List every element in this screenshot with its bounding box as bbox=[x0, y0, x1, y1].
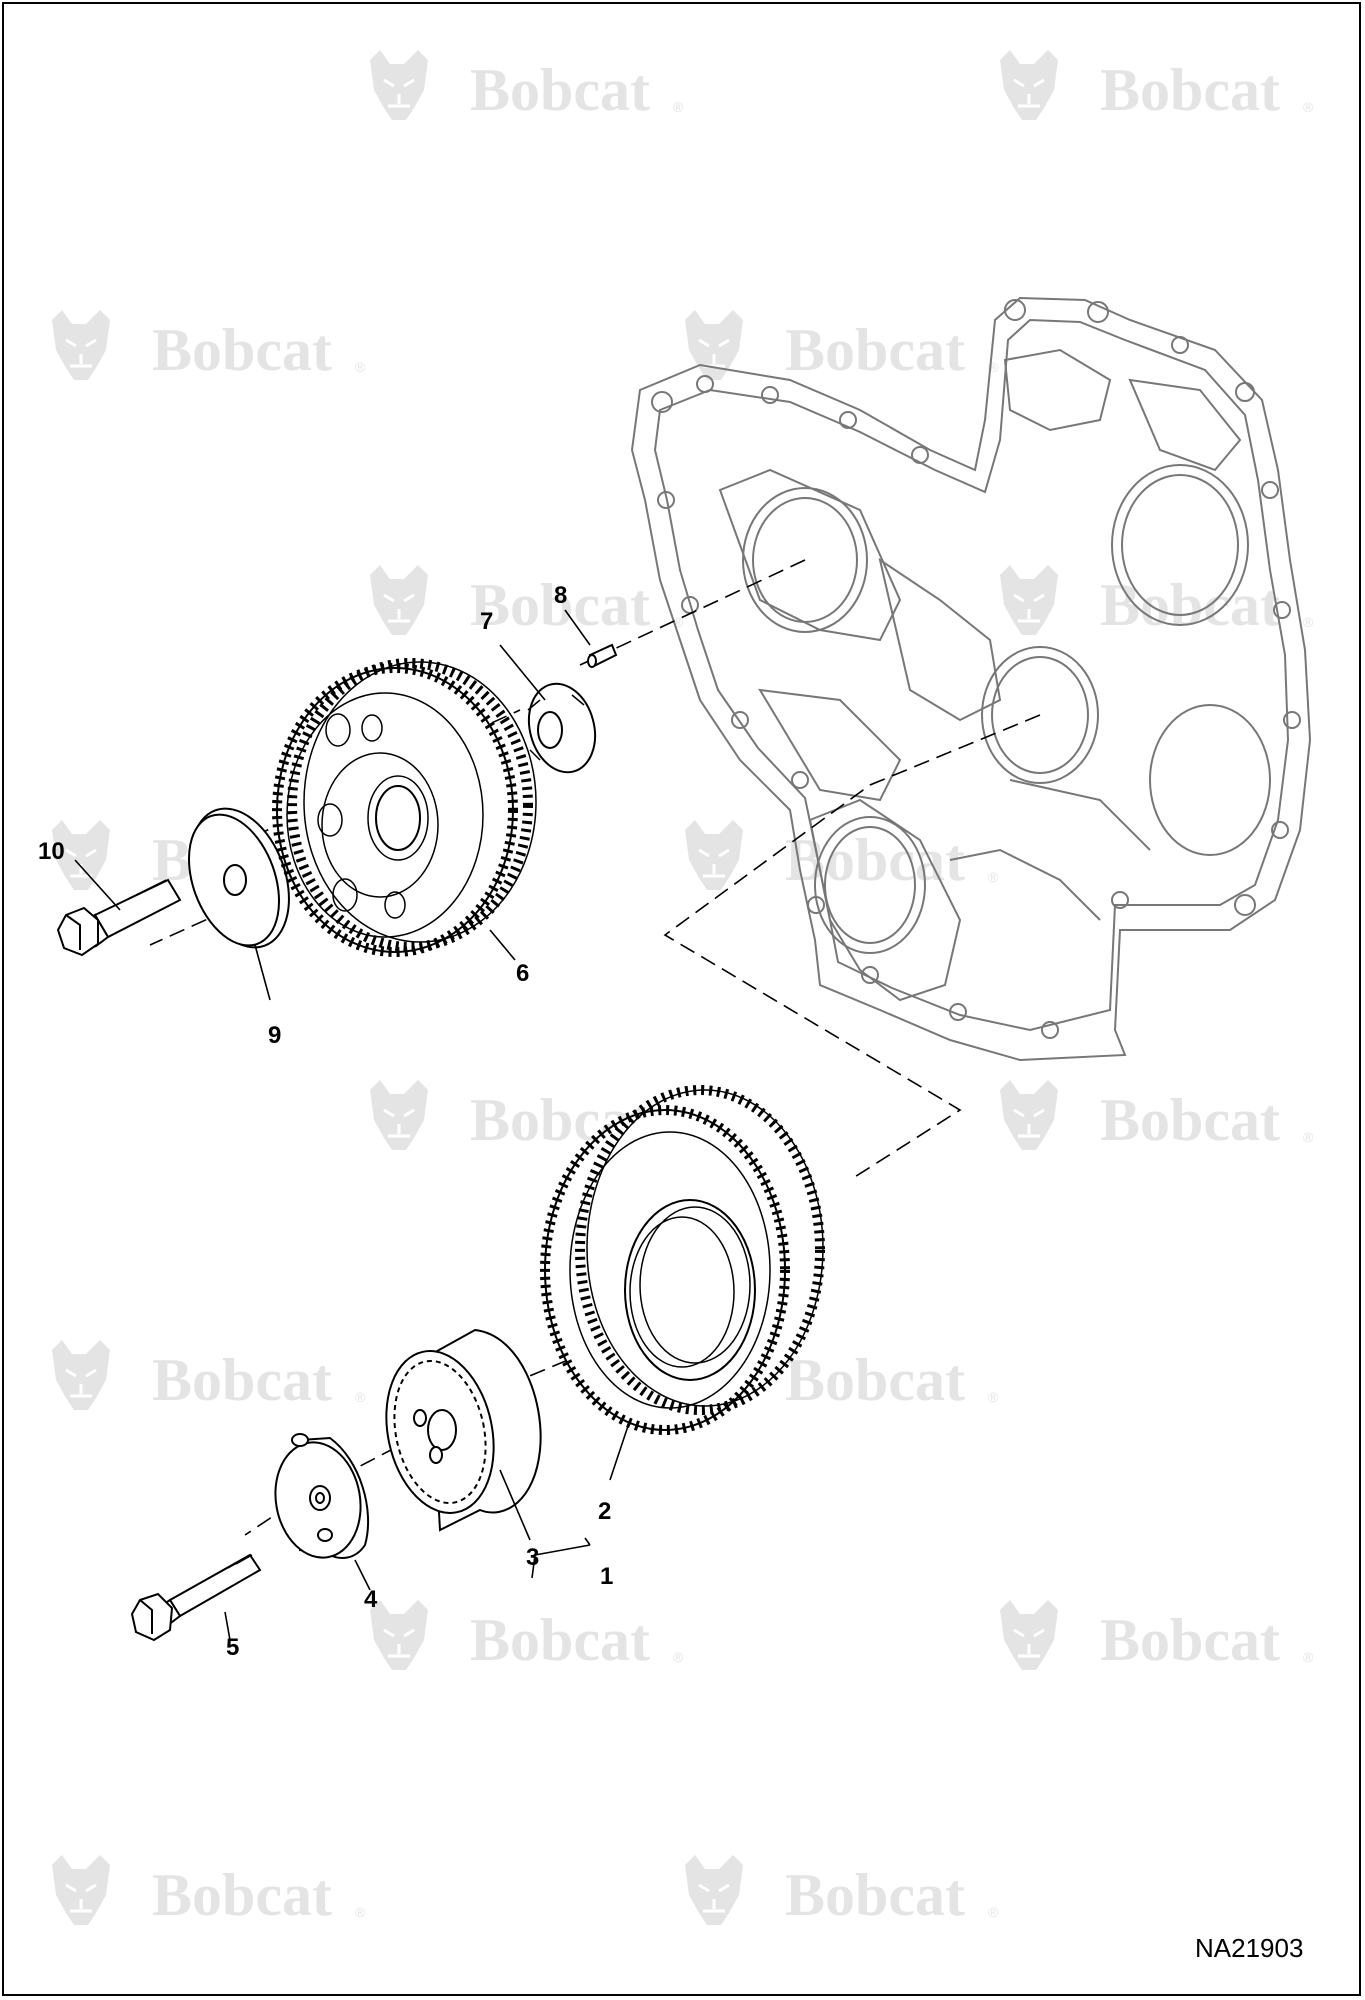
watermark-registered-mark: ® bbox=[988, 359, 999, 375]
watermark-registered-mark: ® bbox=[988, 1389, 999, 1405]
bobcat-watermarks: Bobcat®Bobcat®Bobcat®Bobcat®Bobcat®Bobca… bbox=[50, 48, 1314, 1928]
timing-gear-housing bbox=[630, 296, 1312, 1062]
part-8-dowel-pin bbox=[587, 643, 618, 668]
callout-9: 9 bbox=[268, 1022, 282, 1049]
bobcat-watermark: Bobcat ® bbox=[368, 48, 684, 123]
bobcat-watermark: Bobcat ® bbox=[998, 1598, 1314, 1673]
callout-7: 7 bbox=[480, 608, 494, 635]
watermark-brand-text: Bobcat bbox=[152, 317, 332, 383]
watermark-brand-text: Bobcat bbox=[1100, 572, 1280, 638]
watermark-brand-text: Bobcat bbox=[152, 1862, 332, 1928]
part-6-idler-gear bbox=[272, 658, 537, 957]
watermark-brand-text: Bobcat bbox=[785, 827, 965, 893]
bobcat-logo-icon bbox=[998, 1078, 1060, 1152]
watermark-brand-text: Bobcat bbox=[785, 1862, 965, 1928]
bobcat-logo-icon bbox=[50, 1338, 112, 1412]
part-7-thrust-plate bbox=[527, 682, 597, 774]
bobcat-logo-icon bbox=[998, 1598, 1060, 1672]
bobcat-watermark: Bobcat ® bbox=[683, 1338, 999, 1413]
bobcat-logo-icon bbox=[368, 1598, 430, 1672]
watermark-registered-mark: ® bbox=[1303, 1649, 1314, 1665]
bobcat-logo-icon bbox=[683, 1853, 745, 1927]
callout-5: 5 bbox=[226, 1634, 240, 1661]
watermark-registered-mark: ® bbox=[355, 359, 366, 375]
watermark-brand-text: Bobcat bbox=[785, 317, 965, 383]
part-2-gear bbox=[540, 1085, 825, 1435]
bobcat-logo-icon bbox=[998, 48, 1060, 122]
bobcat-logo-icon bbox=[368, 563, 430, 637]
callout-4: 4 bbox=[364, 1586, 378, 1613]
bobcat-watermark: Bobcat ® bbox=[50, 308, 366, 383]
callout-10: 10 bbox=[38, 838, 65, 865]
watermark-brand-text: Bobcat bbox=[470, 572, 650, 638]
watermark-brand-text: Bobcat bbox=[785, 1347, 965, 1413]
bobcat-logo-icon bbox=[50, 308, 112, 382]
watermark-brand-text: Bobcat bbox=[470, 57, 650, 123]
watermark-brand-text: Bobcat bbox=[1100, 1607, 1280, 1673]
part-4-plate bbox=[274, 1433, 369, 1559]
part-9-washer bbox=[187, 807, 290, 949]
bobcat-watermark: Bobcat ® bbox=[998, 48, 1314, 123]
bobcat-logo-icon bbox=[998, 563, 1060, 637]
part-5-bolt bbox=[130, 1553, 262, 1642]
bobcat-watermark: Bobcat ® bbox=[683, 1853, 999, 1928]
callout-leaders bbox=[74, 609, 631, 1641]
bobcat-logo-icon bbox=[368, 48, 430, 122]
bobcat-logo-icon bbox=[50, 1853, 112, 1927]
bobcat-logo-icon bbox=[683, 308, 745, 382]
watermark-registered-mark: ® bbox=[988, 1904, 999, 1920]
watermark-registered-mark: ® bbox=[673, 1649, 684, 1665]
bobcat-watermark: Bobcat ® bbox=[368, 1598, 684, 1673]
callout-1: 1 bbox=[600, 1563, 614, 1590]
bobcat-watermark: Bobcat ® bbox=[998, 1078, 1314, 1153]
watermark-registered-mark: ® bbox=[673, 99, 684, 115]
part-10-flange-bolt bbox=[56, 878, 182, 957]
watermark-registered-mark: ® bbox=[355, 1904, 366, 1920]
watermark-brand-text: Bobcat bbox=[1100, 1087, 1280, 1153]
callout-6: 6 bbox=[516, 960, 530, 987]
bobcat-watermark: Bobcat ® bbox=[998, 563, 1314, 638]
part-3-hub bbox=[385, 1328, 542, 1532]
watermark-registered-mark: ® bbox=[1303, 614, 1314, 630]
bobcat-watermark: Bobcat ® bbox=[368, 563, 684, 638]
watermark-brand-text: Bobcat bbox=[1100, 57, 1280, 123]
callout-2: 2 bbox=[598, 1498, 612, 1525]
bobcat-watermark: Bobcat ® bbox=[50, 1338, 366, 1413]
callout-8: 8 bbox=[554, 582, 568, 609]
bobcat-logo-icon bbox=[368, 1078, 430, 1152]
watermark-registered-mark: ® bbox=[1303, 1129, 1314, 1145]
watermark-brand-text: Bobcat bbox=[470, 1607, 650, 1673]
bobcat-watermark: Bobcat ® bbox=[683, 308, 999, 383]
watermark-registered-mark: ® bbox=[355, 1389, 366, 1405]
callout-3: 3 bbox=[526, 1544, 540, 1571]
bobcat-watermark: Bobcat ® bbox=[683, 818, 999, 893]
bobcat-logo-icon bbox=[683, 818, 745, 892]
drawing-number: NA21903 bbox=[1195, 1933, 1304, 1963]
bobcat-watermark: Bobcat ® bbox=[50, 1853, 366, 1928]
watermark-registered-mark: ® bbox=[988, 869, 999, 885]
watermark-registered-mark: ® bbox=[673, 614, 684, 630]
watermark-brand-text: Bobcat bbox=[152, 1347, 332, 1413]
watermark-registered-mark: ® bbox=[1303, 99, 1314, 115]
